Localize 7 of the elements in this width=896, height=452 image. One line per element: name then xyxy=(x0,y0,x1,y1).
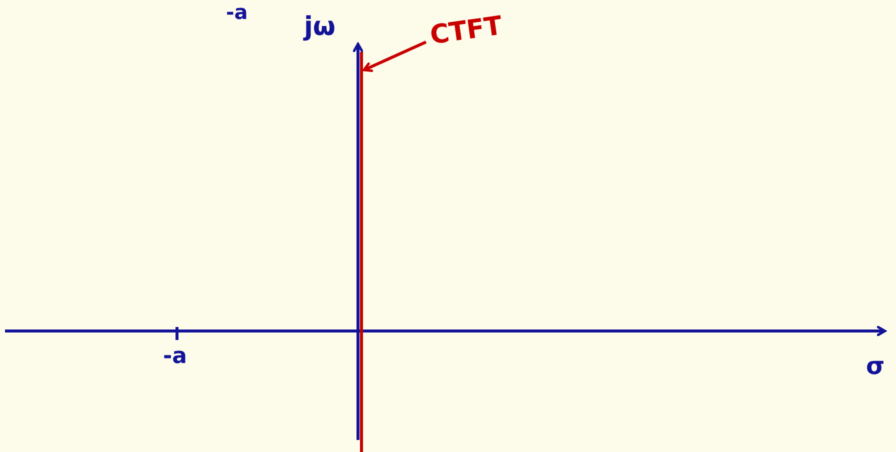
axis-label: jω xyxy=(304,14,336,40)
callout-text: CTFT xyxy=(428,13,504,49)
axis-label: -a xyxy=(226,2,248,22)
leader-arrow xyxy=(362,40,427,72)
highlighted-axis-line xyxy=(360,52,363,452)
tick-label: -a xyxy=(163,346,187,368)
axis-label: σ xyxy=(866,354,885,378)
